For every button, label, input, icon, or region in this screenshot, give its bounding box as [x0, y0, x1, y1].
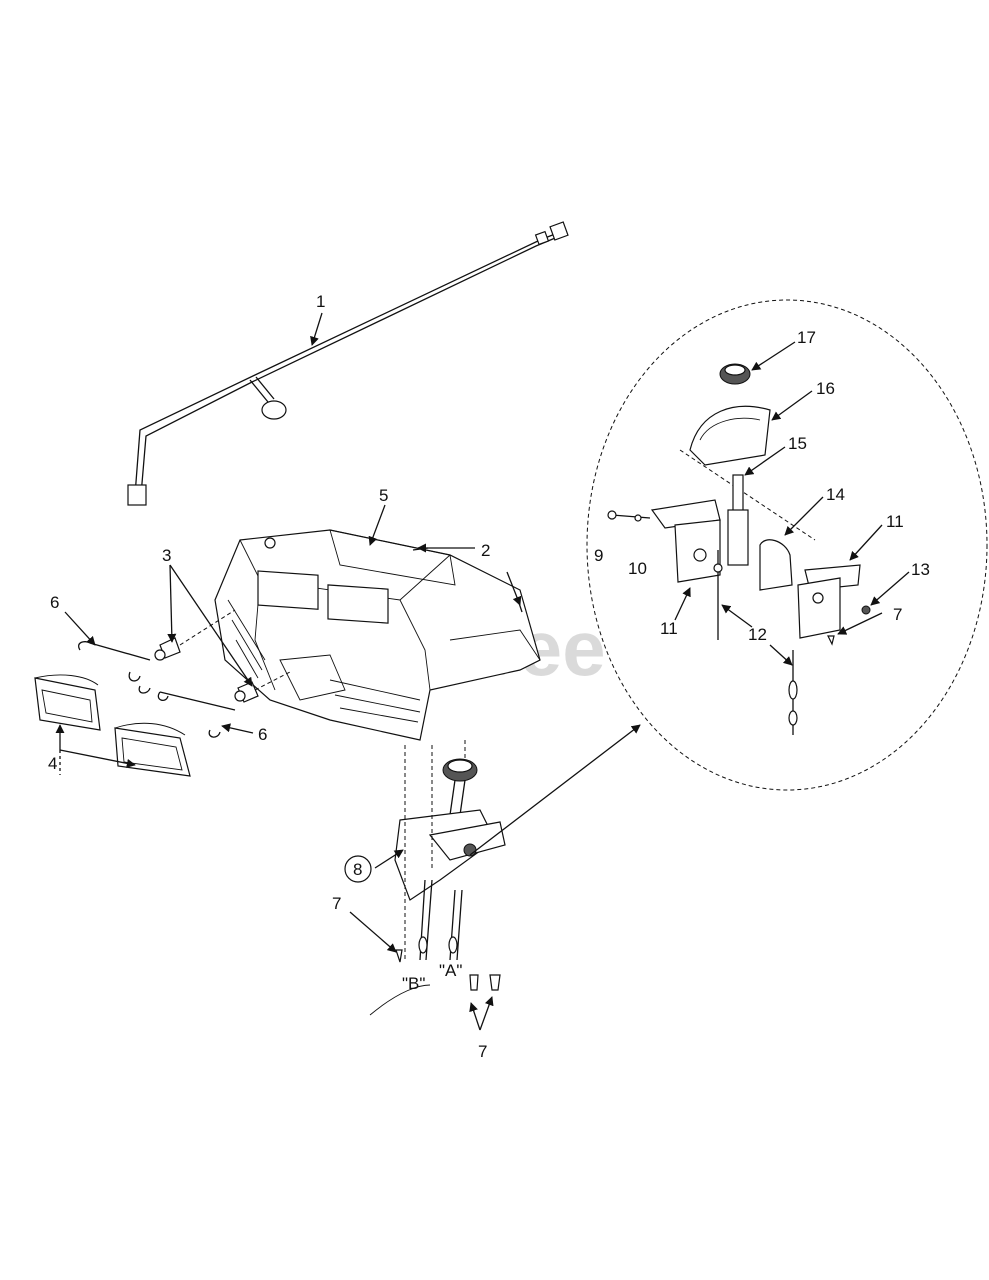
cable-marker-b: "B"	[402, 974, 425, 993]
callout-12: 12	[748, 625, 767, 644]
wiring-harness	[127, 221, 569, 506]
callout-6-right: 6	[258, 725, 267, 744]
callout-2: 2	[481, 541, 490, 560]
callout-8-circle	[344, 855, 372, 883]
callout-14: 14	[826, 485, 845, 504]
callout-4: 4	[48, 754, 57, 773]
callout-7-bottom: 7	[478, 1042, 487, 1061]
callout-1: 1	[316, 292, 325, 311]
callout-9: 9	[594, 546, 603, 565]
callout-7-lower-left: 7	[332, 894, 341, 913]
callout-7-detail: 7	[893, 605, 902, 624]
callout-11-left: 11	[660, 619, 678, 638]
callout-8: 8	[353, 860, 362, 879]
callout-13: 13	[911, 560, 930, 579]
lamp-wires	[78, 641, 236, 738]
console-hood	[214, 529, 541, 741]
callout-6-left: 6	[50, 593, 59, 612]
callout-11-right: 11	[886, 512, 904, 531]
callout-leaders	[55, 312, 910, 1031]
detail-view-outline	[586, 299, 988, 791]
callout-10: 10	[628, 559, 647, 578]
callout-16: 16	[816, 379, 835, 398]
cable-marker-a: "A"	[439, 961, 462, 980]
callout-5: 5	[379, 486, 388, 505]
detail-parts	[607, 363, 871, 735]
callout-15: 15	[788, 434, 807, 453]
detail-arrow	[469, 724, 641, 856]
callout-17: 17	[797, 328, 816, 347]
callout-3: 3	[162, 546, 171, 565]
lever-assembly	[369, 740, 506, 1016]
